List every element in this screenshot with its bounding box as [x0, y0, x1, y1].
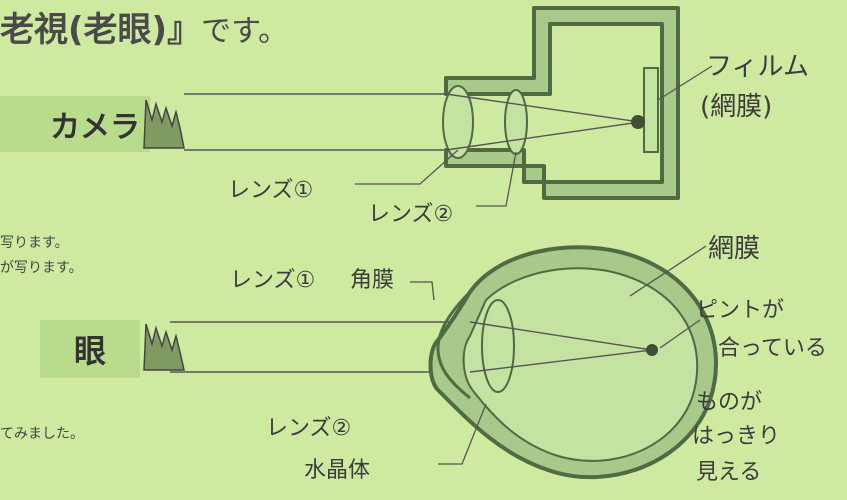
camera-film-plate — [643, 67, 659, 153]
eye-cornea — [436, 290, 472, 400]
annot-film: フィルム — [706, 52, 809, 82]
annot-retina: 網膜 — [708, 234, 761, 264]
annot-film-paren: (網膜) — [700, 92, 773, 122]
annot-clear-3: 見える — [696, 460, 762, 485]
camera-label: カメラ — [0, 96, 150, 152]
annot-lens2-eye: レンズ② — [266, 416, 352, 441]
page-title: 老視(老眼)』です。 — [0, 2, 288, 51]
eyeball-inner — [462, 267, 699, 462]
title-tail: です。 — [201, 14, 289, 49]
title-main: 老視(老眼)』 — [0, 10, 202, 50]
text-line-3: てみました。 — [0, 426, 84, 442]
eye-object-flame-icon — [143, 323, 185, 371]
camera-lens-1 — [442, 85, 474, 159]
camera-lens-2 — [504, 89, 528, 155]
annot-lens1-eye: レンズ① — [230, 268, 316, 293]
eye-label: 眼 — [40, 320, 140, 378]
annot-lens1-camera: レンズ① — [228, 178, 314, 203]
annot-cornea: 角膜 — [350, 268, 395, 293]
text-line-1: 写ります。 — [0, 235, 69, 251]
annot-focus-1: ピントが — [696, 298, 785, 323]
annot-clear-1: ものが — [696, 390, 763, 415]
text-line-2: が写ります。 — [0, 260, 83, 276]
eye-crystalline-lens — [481, 299, 515, 393]
annot-focus-2: 合っている — [718, 336, 827, 361]
annot-lens2-camera: レンズ② — [368, 202, 454, 227]
eye-focus-point — [646, 344, 658, 356]
camera-object-flame-icon — [143, 99, 185, 149]
camera-focus-point — [631, 115, 645, 129]
annot-crystalline: 水晶体 — [304, 458, 371, 483]
annot-clear-2: はっきり — [692, 424, 781, 449]
